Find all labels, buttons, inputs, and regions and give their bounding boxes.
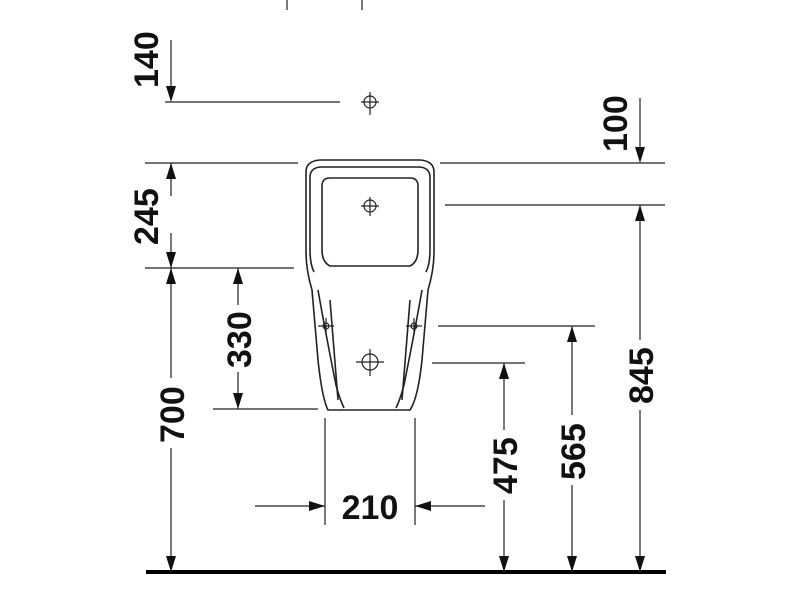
- dimension-245-label: 245: [128, 188, 166, 245]
- dimension-565-label: 565: [555, 423, 593, 480]
- flush-inlet-cross-icon: [361, 197, 379, 216]
- dimension-100-label: 100: [597, 95, 635, 152]
- dimension-210-label: 210: [342, 489, 399, 527]
- right-fixing-cross-icon: [406, 318, 422, 334]
- dimension-700: 700: [154, 268, 192, 572]
- dimension-245: 245: [128, 163, 176, 268]
- outlet-cross-icon: [356, 349, 384, 376]
- dimension-330: 330: [221, 268, 259, 409]
- urinal-front-view: [305, 159, 435, 411]
- dimension-330-label: 330: [221, 311, 259, 368]
- dimension-845-label: 845: [623, 347, 661, 404]
- inlet-fixing-point-icon: [361, 92, 379, 115]
- extension-lines: [145, 101, 665, 525]
- dimension-140-label: 140: [128, 31, 166, 88]
- dimension-140: 140: [128, 31, 176, 102]
- dimension-475: 475: [487, 363, 525, 572]
- left-fixing-cross-icon: [318, 318, 334, 334]
- top-stub-lines: [286, 0, 363, 10]
- dimension-845: 845: [623, 205, 661, 572]
- dimension-700-label: 700: [154, 386, 192, 443]
- dimension-475-label: 475: [487, 437, 525, 494]
- dimension-100: 100: [597, 95, 645, 163]
- dimension-210: 210: [255, 489, 485, 527]
- dimension-565: 565: [555, 326, 593, 572]
